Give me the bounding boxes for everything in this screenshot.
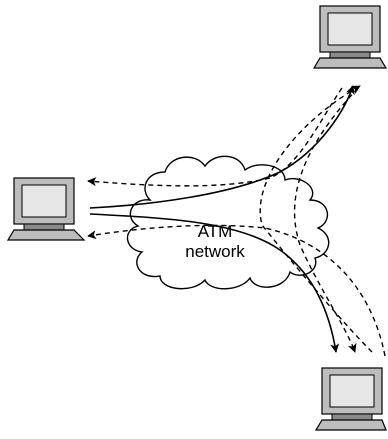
dashed-path-top-to-left-upper	[87, 87, 343, 187]
cloud-label: ATM network	[160, 222, 270, 262]
solid-connections	[89, 85, 355, 353]
dashed-path-top-to-bottom	[293, 87, 359, 353]
atm-network-cloud	[126, 155, 330, 290]
cloud-label-line2: network	[185, 242, 245, 261]
computer-icon	[314, 367, 387, 431]
computer-icon	[6, 177, 86, 241]
solid-path-left-to-bottom	[89, 213, 340, 353]
dashed-path-bottom-to-left-lower	[87, 224, 386, 357]
computer-icon	[312, 5, 388, 69]
dashed-connections	[87, 85, 386, 357]
solid-path-left-to-top	[89, 85, 355, 209]
cloud-label-line1: ATM	[197, 222, 233, 241]
